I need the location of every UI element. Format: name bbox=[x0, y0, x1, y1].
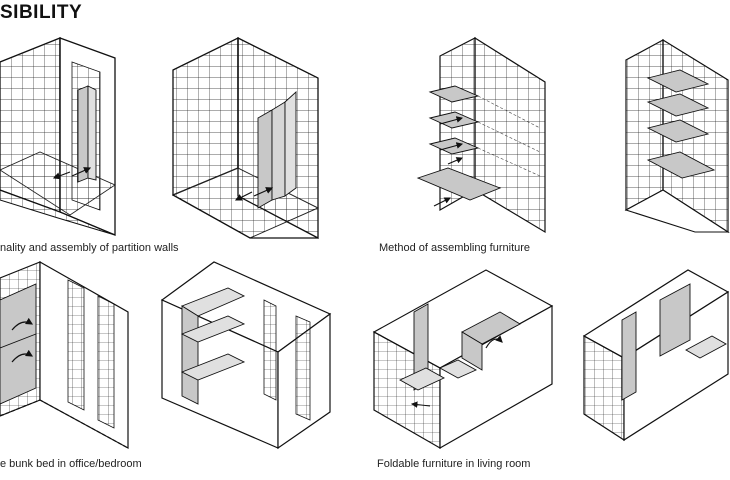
bunk-room-1 bbox=[0, 260, 129, 450]
bunk-room-2 bbox=[160, 261, 332, 450]
curved-arrow-icon bbox=[410, 335, 503, 408]
partition-room-1 bbox=[0, 37, 116, 236]
caption-bunk-bed: e bunk bed in office/bedroom bbox=[0, 458, 142, 470]
partition-room-2 bbox=[171, 36, 320, 240]
caption-assembling-furniture: Method of assembling furniture bbox=[379, 242, 531, 254]
caption-partition-walls: nality and assembly of partition walls bbox=[0, 242, 179, 254]
curved-arrow-icon bbox=[11, 317, 34, 363]
shelving-wall-assembly bbox=[416, 36, 546, 234]
double-arrow-icon bbox=[52, 167, 92, 180]
double-arrow-icon bbox=[234, 187, 274, 201]
living-room-2 bbox=[582, 269, 730, 442]
shelving-wall-finished bbox=[624, 38, 730, 234]
section-title: SIBILITY bbox=[0, 2, 83, 23]
caption-foldable-furniture: Foldable furniture in living room bbox=[377, 458, 531, 470]
arrow-icon bbox=[433, 116, 464, 207]
living-room-1 bbox=[372, 269, 554, 450]
